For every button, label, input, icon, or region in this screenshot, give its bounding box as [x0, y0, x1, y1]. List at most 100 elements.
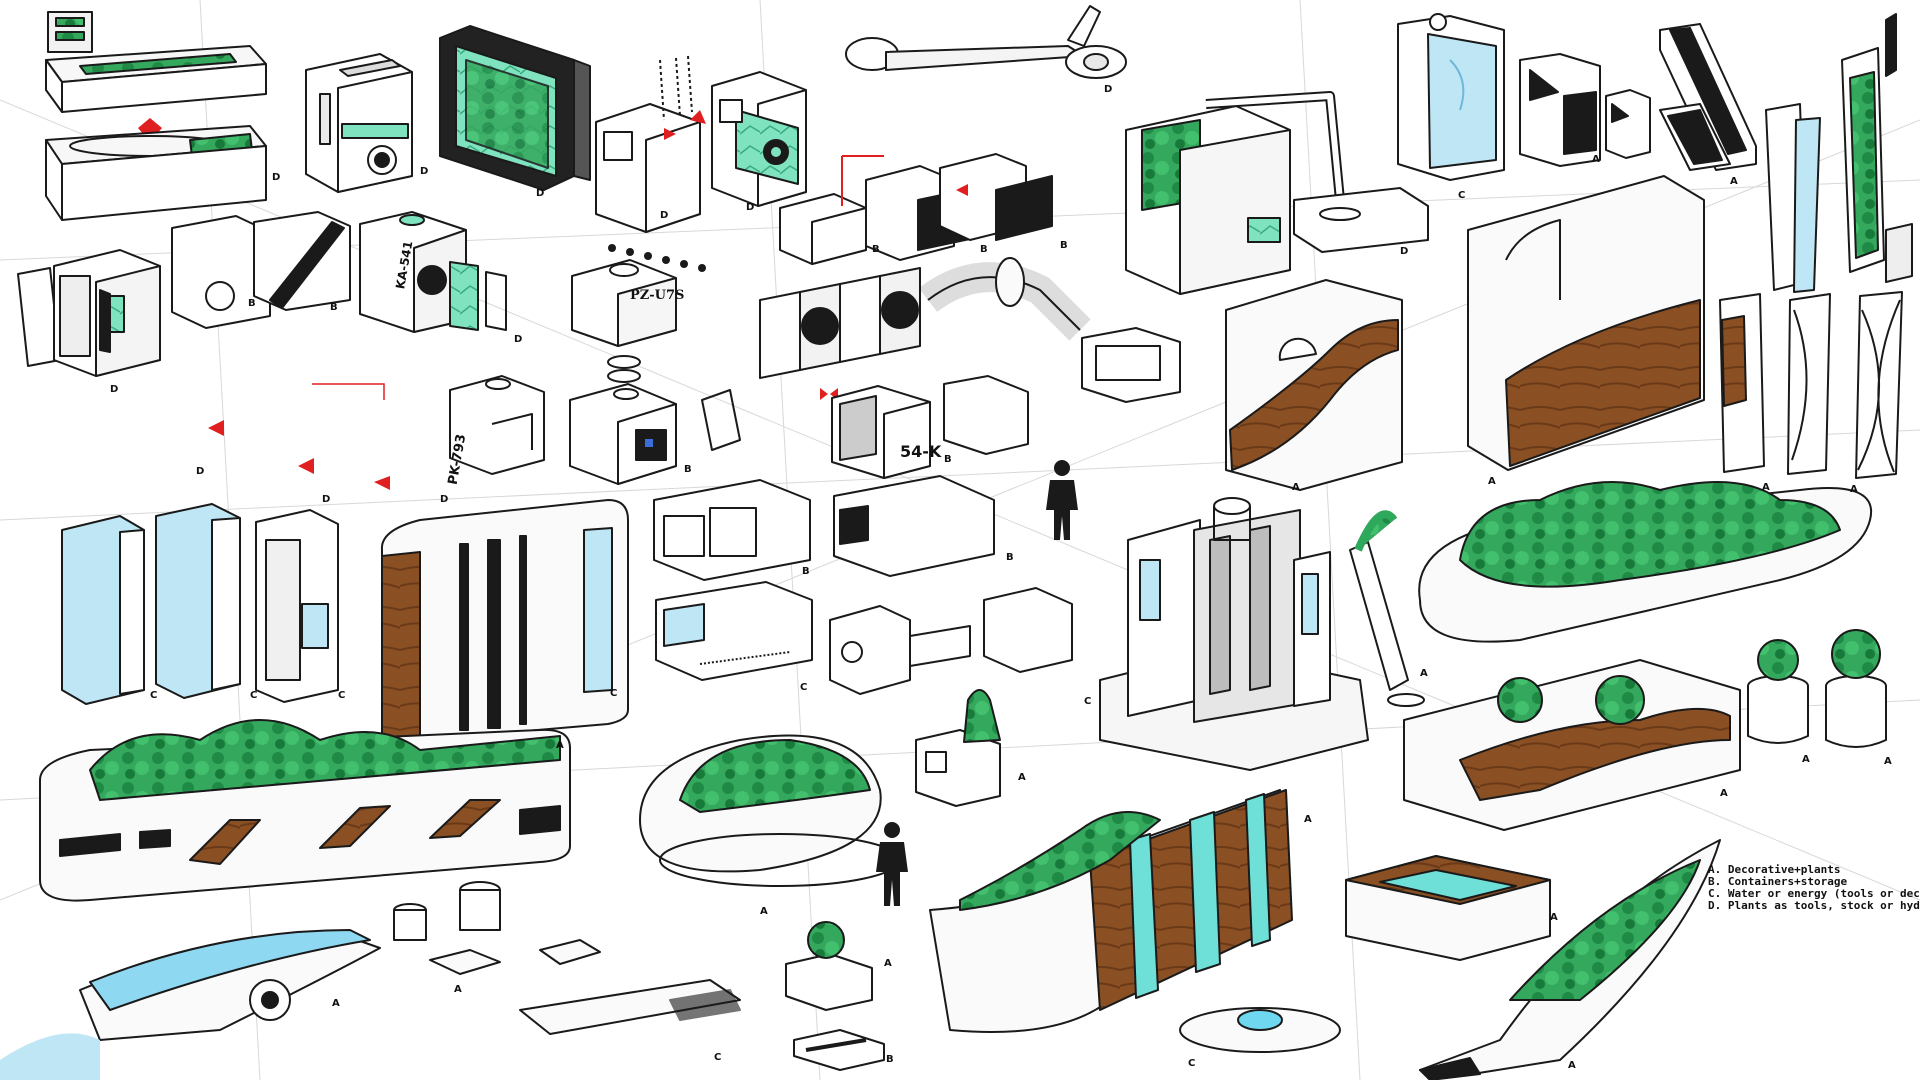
stencil-pz-u7s: PZ-U7S: [630, 288, 685, 303]
label-d-4: D: [660, 210, 669, 221]
human-scale-figure-2: [876, 822, 908, 906]
wedge-shelf: [1659, 23, 1757, 171]
label-b-1: B: [872, 244, 880, 255]
label-b-4: B: [248, 298, 256, 309]
round-pot-planters: [1747, 629, 1887, 748]
label-d-7: D: [1400, 246, 1409, 257]
human-scale-figure: [1046, 460, 1078, 540]
wedge-bins: [171, 211, 351, 329]
dome-planter-seat: [639, 734, 901, 887]
twisted-planter-columns: [1719, 291, 1903, 479]
small-fixtures: [393, 881, 741, 1035]
low-wood-planter: [1403, 659, 1741, 831]
label-c-1: C: [1458, 190, 1466, 201]
large-wood-screen: [1467, 175, 1705, 471]
label-c-7: C: [1084, 696, 1092, 707]
label-c-4: C: [338, 690, 346, 701]
label-c-3: C: [250, 690, 258, 701]
label-b-9: B: [1006, 552, 1014, 563]
label-a-4: A: [1488, 476, 1496, 487]
label-c-6: C: [800, 682, 808, 693]
tall-plant-tower: [1765, 13, 1913, 293]
cube-unit-ka541: [359, 211, 507, 333]
label-a-18: A: [884, 958, 892, 969]
label-a-8: A: [556, 740, 564, 751]
label-a-17: A: [332, 998, 340, 1009]
storage-boxes-b: [653, 475, 1073, 695]
modular-plant-unit: [595, 55, 706, 272]
label-a-11: A: [1884, 756, 1892, 767]
mini-tower-units: [1519, 53, 1651, 167]
legend-item-d: D. Plants as tools, stock or hydroponics: [1708, 899, 1920, 912]
rounded-box: [943, 375, 1029, 455]
label-c-5: C: [610, 688, 618, 699]
label-b-2: B: [980, 244, 988, 255]
label-a-6: A: [1850, 484, 1858, 495]
small-plant-box: [785, 921, 885, 1071]
water-table: [1345, 855, 1551, 961]
label-d-8: D: [110, 384, 119, 395]
stacked-hydroponic-trays: [45, 11, 267, 221]
label-b-10: B: [886, 1054, 894, 1065]
label-b-8: B: [802, 566, 810, 577]
label-b-5: B: [330, 302, 338, 313]
water-tank-tall: [1397, 13, 1505, 181]
curved-wall-unit: [380, 499, 629, 745]
ground-fountain-disc: [1179, 1007, 1341, 1053]
planter-cabinet-porthole: [711, 71, 807, 207]
label-a-10: A: [1802, 754, 1810, 765]
label-d-10: D: [196, 466, 205, 477]
category-legend: A. Decorative+plants B. Containers+stora…: [1708, 864, 1920, 912]
label-a-1: A: [1592, 154, 1600, 165]
label-a-19: A: [1568, 1060, 1576, 1071]
long-curved-planter-bench: [39, 719, 571, 902]
wood-glass-curved-wall: [929, 789, 1293, 1033]
label-d-9: D: [514, 334, 523, 345]
central-reactor: [1099, 497, 1369, 771]
leaf-arch-sculpture: [1419, 839, 1721, 1080]
legend-item-c: C. Water or energy (tools or decorative): [1708, 887, 1920, 900]
greenhouse-reactor: [1125, 91, 1429, 295]
glass-towers-c: [61, 503, 339, 705]
label-a-2: A: [1730, 176, 1738, 187]
water-slide-fountain: [0, 929, 381, 1080]
watering-arm: [845, 5, 1127, 79]
label-d-2: D: [420, 166, 429, 177]
label-a-7: A: [1420, 668, 1428, 679]
label-d-5: D: [746, 202, 755, 213]
storage-crates-bracket: [779, 153, 1053, 265]
label-a-16: A: [454, 984, 462, 995]
label-a-9: A: [1018, 772, 1026, 783]
cube-tree-planter: [915, 689, 1001, 807]
legend-item-b: B. Containers+storage: [1708, 875, 1848, 888]
red-bracket: [312, 383, 385, 400]
pod-open-half: [449, 375, 741, 475]
label-a-3: A: [1292, 482, 1300, 493]
label-a-14: A: [760, 906, 768, 917]
pod-pz-u7s: [569, 259, 677, 485]
label-d-1: D: [272, 172, 281, 183]
label-d-11: D: [322, 494, 331, 505]
label-b-6: B: [684, 464, 692, 475]
hydroponic-panel-frame: [439, 25, 591, 191]
label-d-6: D: [1104, 84, 1113, 95]
curved-lamp-post: [1349, 510, 1425, 707]
label-c-8: C: [714, 1052, 722, 1063]
crate-54k: [831, 385, 931, 479]
stencil-54-k: 54-K: [900, 442, 942, 461]
label-a-5: A: [1762, 482, 1770, 493]
fan-modules-tube: [759, 257, 1181, 403]
wood-wave-panel: [1225, 279, 1403, 491]
cabinet-with-fan: [305, 53, 413, 193]
flip-cabinet-d: [17, 249, 161, 377]
label-a-15: A: [1550, 912, 1558, 923]
kidney-planter: [1418, 481, 1873, 643]
label-a-13: A: [1304, 814, 1312, 825]
label-d-3: D: [536, 188, 545, 199]
label-b-3: B: [1060, 240, 1068, 251]
red-arrows: [208, 420, 390, 490]
label-d-12: D: [440, 494, 449, 505]
label-a-12: A: [1720, 788, 1728, 799]
label-c-9: C: [1188, 1058, 1196, 1069]
